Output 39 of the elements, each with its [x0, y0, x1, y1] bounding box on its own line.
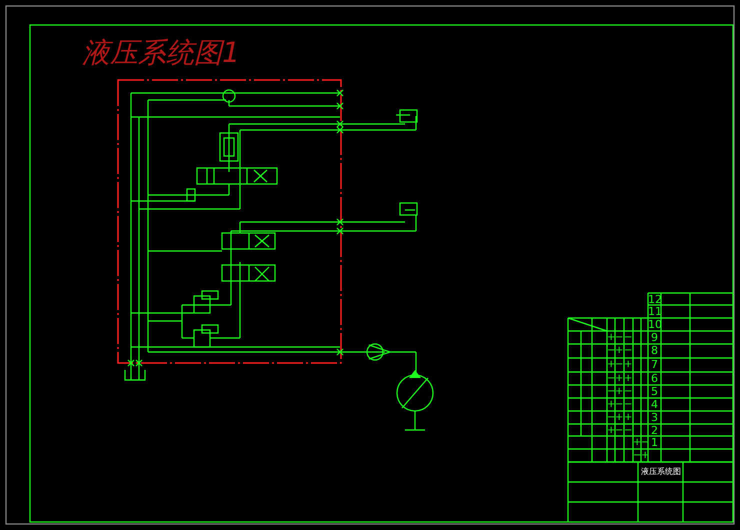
action-sign: −	[615, 360, 624, 370]
part-number: 5	[650, 386, 659, 397]
action-sign: +	[607, 360, 616, 370]
action-sign: −	[607, 374, 616, 384]
action-sign: −	[615, 400, 624, 410]
diagram-title: 液压系统图1	[81, 39, 241, 67]
part-number: 12	[648, 294, 661, 304]
action-sign: +	[615, 386, 624, 396]
action-sign: +	[624, 360, 632, 370]
action-sign: +	[615, 412, 624, 422]
action-sign: +	[615, 346, 624, 356]
part-number: 6	[650, 373, 659, 384]
part-number: 3	[650, 412, 659, 423]
action-sign: +	[624, 412, 632, 422]
part-number: 11	[648, 306, 661, 317]
part-number: 2	[650, 425, 659, 436]
drawing-name: 液压系统图	[641, 468, 681, 476]
action-sign: −	[607, 386, 616, 396]
action-sign: +	[607, 400, 616, 410]
action-sign: −	[607, 346, 616, 356]
action-sign: +	[607, 332, 616, 342]
part-number: 4	[650, 399, 659, 410]
action-sign: −	[624, 426, 632, 436]
part-number: 8	[650, 345, 659, 356]
action-sign: −	[607, 412, 616, 422]
part-number: 7	[650, 359, 659, 370]
action-sign: +	[615, 374, 624, 384]
action-sign: −	[615, 426, 624, 436]
action-sign: −	[624, 386, 632, 396]
action-sign: −	[624, 346, 632, 356]
action-sign: −	[633, 450, 641, 460]
action-sign: −	[624, 332, 632, 342]
action-sign: −	[615, 332, 624, 342]
action-sign: +	[624, 374, 632, 384]
part-number: 1	[650, 437, 659, 448]
part-number: 9	[650, 332, 659, 343]
action-sign: +	[633, 438, 641, 448]
action-sign: −	[624, 400, 632, 410]
action-sign: +	[607, 426, 616, 436]
